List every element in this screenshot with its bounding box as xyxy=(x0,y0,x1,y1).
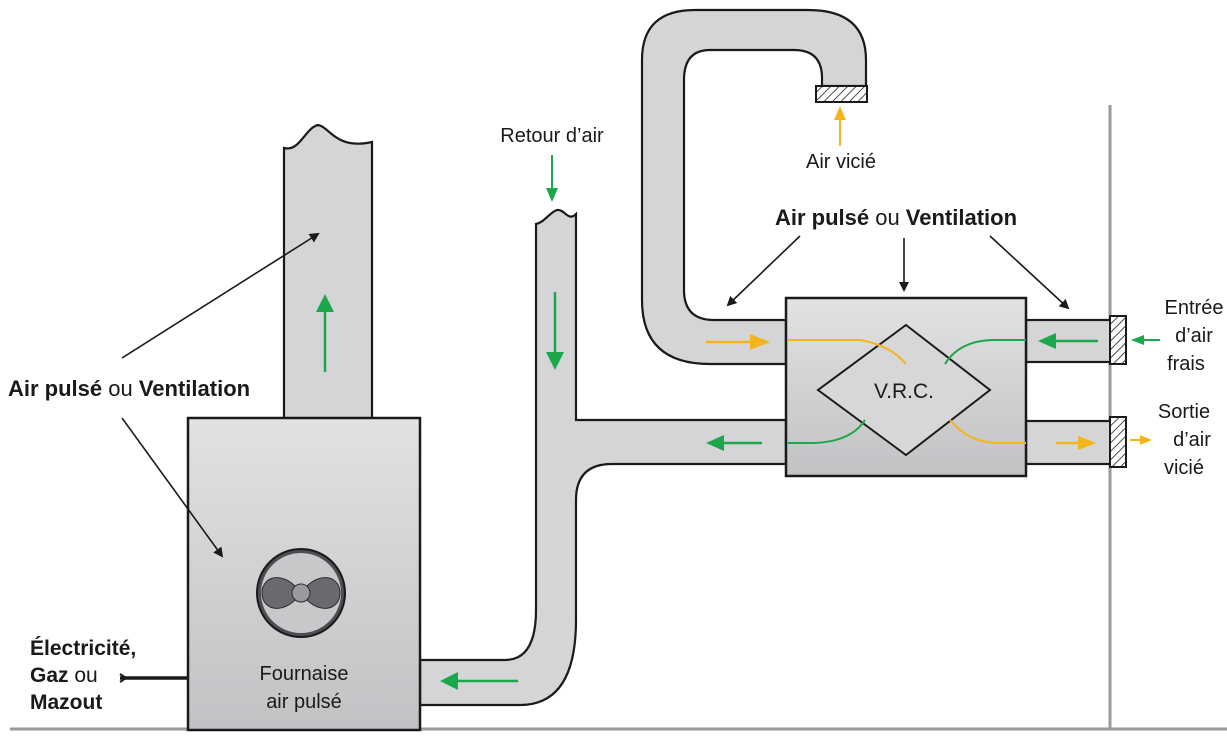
return-air-duct xyxy=(418,208,788,707)
energy-label-gaz: Gaz xyxy=(30,664,69,687)
sortie-label-2: d’air xyxy=(1173,429,1211,451)
pointer-vrc-left xyxy=(726,235,801,307)
entree-label-3: frais xyxy=(1167,353,1205,375)
stale-air-arrow-vrc-out xyxy=(1056,436,1096,450)
fresh-air-arrow-to-furnace xyxy=(440,672,518,690)
left-title-label: Air pulsé ou Ventilation xyxy=(8,376,250,401)
energy-plug xyxy=(119,673,128,683)
stale-air-arrow-sortie xyxy=(1130,435,1152,445)
left-title-ou: ou xyxy=(102,376,139,401)
fresh-air-path-out xyxy=(788,419,866,444)
fresh-air-grille xyxy=(1109,315,1127,365)
furnace-supply-duct xyxy=(282,123,374,422)
exhaust-air-grille xyxy=(1109,416,1127,468)
stale-air-arrow-top xyxy=(834,106,846,146)
retour-air-label: Retour d’air xyxy=(500,125,604,147)
vrc-label: V.R.C. xyxy=(874,380,934,403)
fresh-air-arrow-vrc-out xyxy=(706,435,762,451)
stale-air-grille xyxy=(815,85,868,103)
fresh-air-arrow-return-down xyxy=(546,292,564,370)
fresh-air-arrow-vrc-in xyxy=(1038,333,1098,349)
stale-air-arrow-vrc-in xyxy=(706,334,770,350)
fresh-air-arrow-furnace-up xyxy=(316,294,334,372)
fresh-air-arrow-entree xyxy=(1131,335,1160,345)
stale-air-intake-duct xyxy=(640,8,868,366)
pointer-furnace-duct xyxy=(121,232,320,359)
stale-air-path-out xyxy=(949,419,1026,445)
energy-label-ou: ou xyxy=(69,664,98,687)
vrc-title-bold2: Ventilation xyxy=(906,205,1017,230)
pointer-vrc-right xyxy=(989,235,1070,310)
fournaise-label-2: air pulsé xyxy=(266,691,342,713)
energy-label-2: Gaz ou xyxy=(30,664,98,687)
energy-label-1: Électricité, xyxy=(30,637,136,660)
fan-icon xyxy=(256,548,346,638)
vrc-title-label: Air pulsé ou Ventilation xyxy=(775,205,1017,230)
entree-label-2: d’air xyxy=(1175,325,1213,347)
vrc-title-bold1: Air pulsé xyxy=(775,205,869,230)
sortie-label-1: Sortie xyxy=(1158,401,1210,423)
vrc-core xyxy=(816,323,992,457)
energy-label-3: Mazout xyxy=(30,691,102,714)
fournaise-label-1: Fournaise xyxy=(260,663,349,685)
left-title-bold2: Ventilation xyxy=(139,376,250,401)
entree-label-1: Entrée xyxy=(1165,297,1224,319)
fresh-air-path-in xyxy=(944,339,1026,365)
air-vicie-top-label: Air vicié xyxy=(806,151,876,173)
pointer-furnace-box xyxy=(121,417,224,558)
stale-air-path-in xyxy=(788,339,907,365)
vrc-title-ou: ou xyxy=(869,205,906,230)
fresh-air-arrow-retour-label xyxy=(546,155,558,202)
left-title-bold1: Air pulsé xyxy=(8,376,102,401)
sortie-label-3: vicié xyxy=(1164,457,1204,479)
